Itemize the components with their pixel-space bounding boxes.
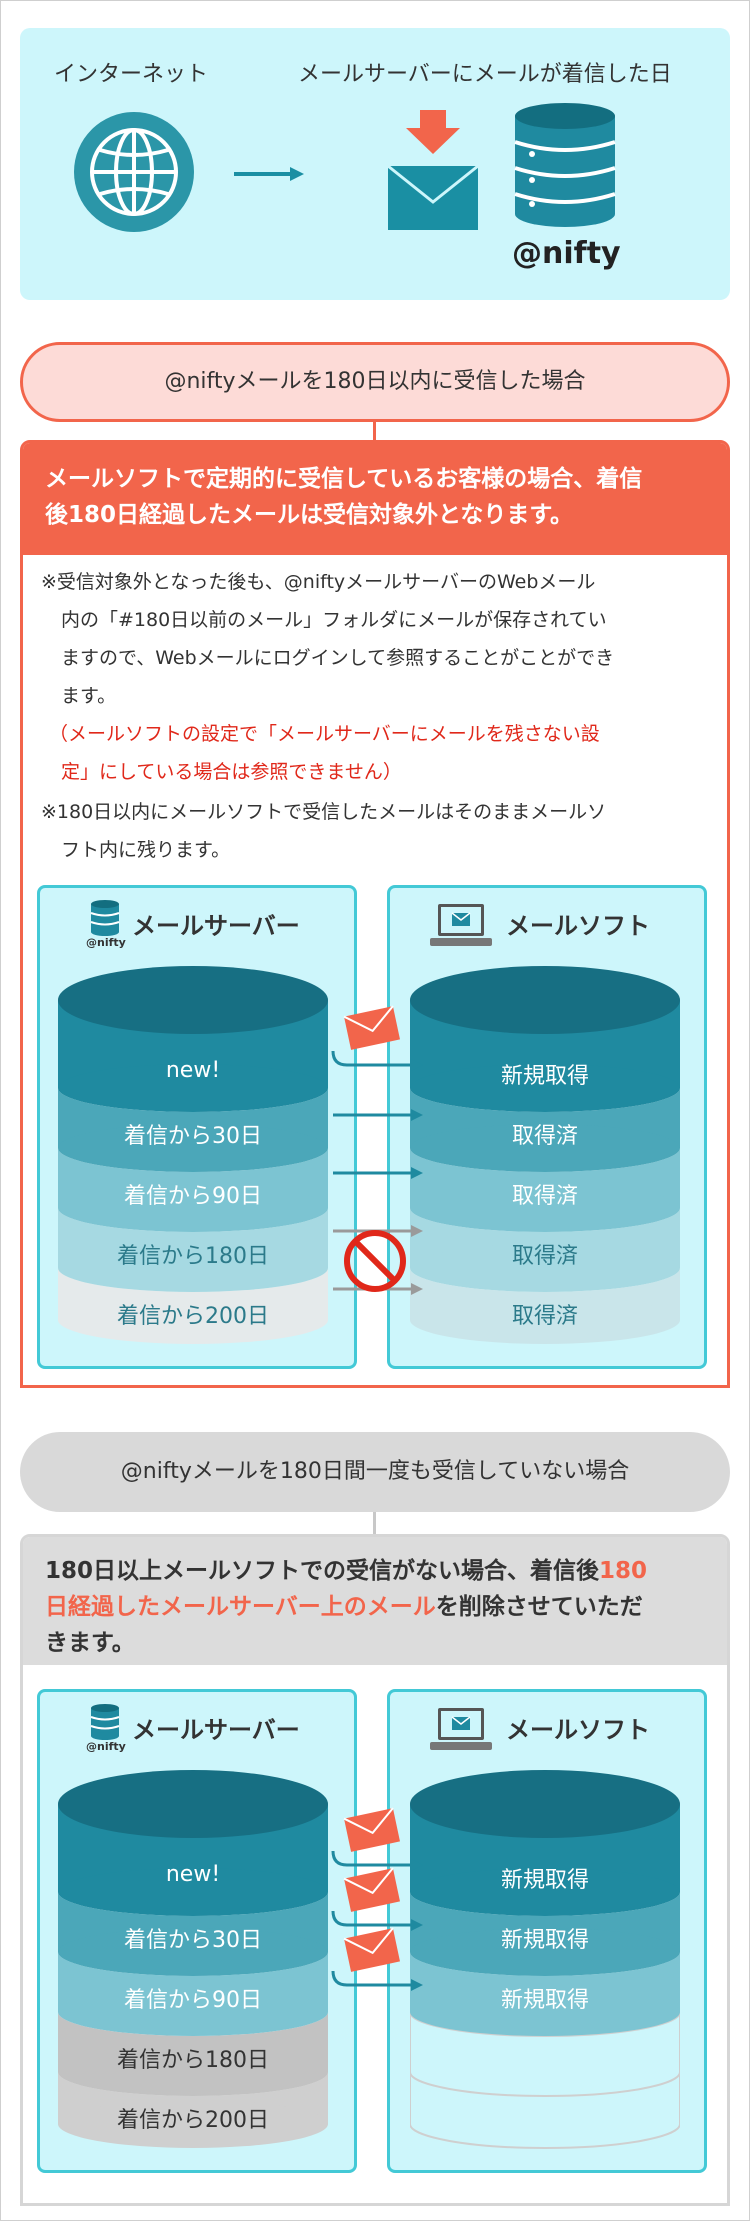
case1-client-stack (410, 966, 680, 1344)
client-layer-4: 取得済 (511, 1244, 578, 1269)
case2-heading-line3: きます。 (45, 1630, 135, 1656)
case2-box: 180日以上メールソフトでの受信がない場合、着信後180 日経過したメールサーバ… (20, 1534, 730, 2206)
server-layer-30: 着信から30日 (124, 1124, 262, 1149)
case2-server-title: メールサーバー (132, 1716, 300, 1744)
server-layer-180: 着信から180日 (117, 1244, 269, 1269)
case1-server-title: メールサーバー (132, 912, 300, 940)
server-layer-90: 着信から90日 (124, 1988, 262, 2013)
server-brand-small: @nifty (86, 936, 126, 949)
laptop-mail-icon (430, 904, 492, 946)
server-layer-180: 着信から180日 (117, 2048, 269, 2073)
case1-heading-line1: メールソフトで定期的に受信しているお客様の場合、着信 (45, 466, 643, 492)
case1-condition-pill: @niftyメールを180日以内に受信した場合 (20, 342, 730, 422)
server-layer-30: 着信から30日 (124, 1928, 262, 1953)
case2-transfer-arrows (331, 1807, 423, 1991)
incoming-mail-icon (387, 110, 479, 230)
client-layer-1: 新規取得 (500, 1868, 589, 1893)
server-layer-new: new! (165, 1058, 221, 1083)
case2-heading-bar: 180日以上メールソフトでの受信がない場合、着信後180 日経過したメールサーバ… (23, 1537, 727, 1665)
database-icon (514, 103, 616, 227)
server-icon (90, 1704, 120, 1740)
case2-heading-l2a: 日経過したメールサーバー上のメール (45, 1594, 436, 1620)
client-layer-2: 新規取得 (500, 1928, 589, 1953)
case1-warning-line1: （メールソフトの設定で「メールサーバーにメールを残さない設 (49, 723, 600, 745)
case1-note1-line4: ます。 (61, 685, 117, 707)
case1-note2-line2: フト内に残ります。 (61, 839, 231, 861)
client-layer-2: 取得済 (511, 1124, 578, 1149)
client-layer-5: 取得済 (511, 1304, 578, 1329)
envelope-icon (343, 1807, 400, 1852)
envelope-icon (343, 1927, 400, 1972)
case2-condition-pill: @niftyメールを180日間一度も受信していない場合 (20, 1432, 730, 1512)
globe-icon (74, 112, 194, 232)
case2-client-panel: メールソフト 新規取得 新規取得 新規取得 (387, 1689, 707, 2173)
case1-note1-line3: ますので、Webメールにログインして参照することがことができ (61, 647, 615, 669)
client-layer-3: 取得済 (511, 1184, 578, 1209)
client-layer-1: 新規取得 (500, 1064, 589, 1089)
laptop-mail-icon (430, 1708, 492, 1750)
envelope-icon (343, 1005, 400, 1050)
server-layer-90: 着信から90日 (124, 1184, 262, 1209)
server-layer-200: 着信から200日 (117, 2108, 269, 2133)
case2-server-panel: @nifty メールサーバー new! 着信から30日 着信から90日 着信から… (37, 1689, 357, 2173)
case1-client-title: メールソフト (506, 912, 650, 940)
case1-server-panel: @nifty メールサーバー new! 着信から30日 着信から90日 着信から… (37, 885, 357, 1369)
overview-panel: インターネット メールサーバーにメールが着信した日 (20, 28, 730, 300)
case1-note2-line1: ※180日以内にメールソフトで受信したメールはそのままメールソ (41, 801, 607, 823)
case2-heading-line1: 180日以上メールソフトでの受信がない場合、着信後180 (45, 1553, 647, 1589)
client-layer-3: 新規取得 (500, 1988, 589, 2013)
server-arrival-label: メールサーバーにメールが着信した日 (298, 62, 672, 87)
envelope-icon (343, 1867, 400, 1912)
case2-heading-l2b: を削除させていただ (435, 1594, 643, 1620)
server-layer-200: 着信から200日 (117, 1304, 269, 1329)
case1-heading-bar: メールソフトで定期的に受信しているお客様の場合、着信 後180日経過したメールは… (23, 443, 727, 555)
case2-client-title: メールソフト (506, 1716, 650, 1744)
case1-heading-line2: 後180日経過したメールは受信対象外となります。 (45, 502, 574, 528)
case1-warning-line2: 定」にしている場合は参照できません） (61, 761, 402, 783)
case2-connector (373, 1512, 376, 1536)
nifty-logo: @nifty (512, 236, 621, 271)
case2-heading-l1b: 180 (599, 1558, 648, 1584)
case1-transfer-arrows (331, 1005, 423, 1295)
case1-server-stack (58, 966, 328, 1344)
case2-server-stack (58, 1770, 328, 2148)
case2-heading-line2: 日経過したメールサーバー上のメールを削除させていただ (45, 1589, 643, 1625)
internet-label: インターネット (54, 62, 209, 87)
case1-box: メールソフトで定期的に受信しているお客様の場合、着信 後180日経過したメールは… (20, 440, 730, 1388)
prohibited-icon (344, 1230, 406, 1292)
case1-note1-line2: 内の「#180日以前のメール」フォルダにメールが保存されてい (61, 609, 607, 631)
case1-connector (373, 419, 376, 443)
server-icon (90, 900, 120, 936)
case2-client-stack (410, 1770, 680, 2149)
server-layer-new: new! (165, 1862, 221, 1887)
case1-note1-line1: ※受信対象外となった後も、@niftyメールサーバーのWebメール (41, 571, 596, 593)
server-brand-small: @nifty (86, 1740, 126, 1753)
arrow-right-icon (234, 167, 304, 181)
case1-client-panel: メールソフト 新規取得 取得済 取得済 取得済 取得済 (387, 885, 707, 1369)
case2-heading-l1a: 180日以上メールソフトでの受信がない場合、着信後 (45, 1558, 600, 1584)
